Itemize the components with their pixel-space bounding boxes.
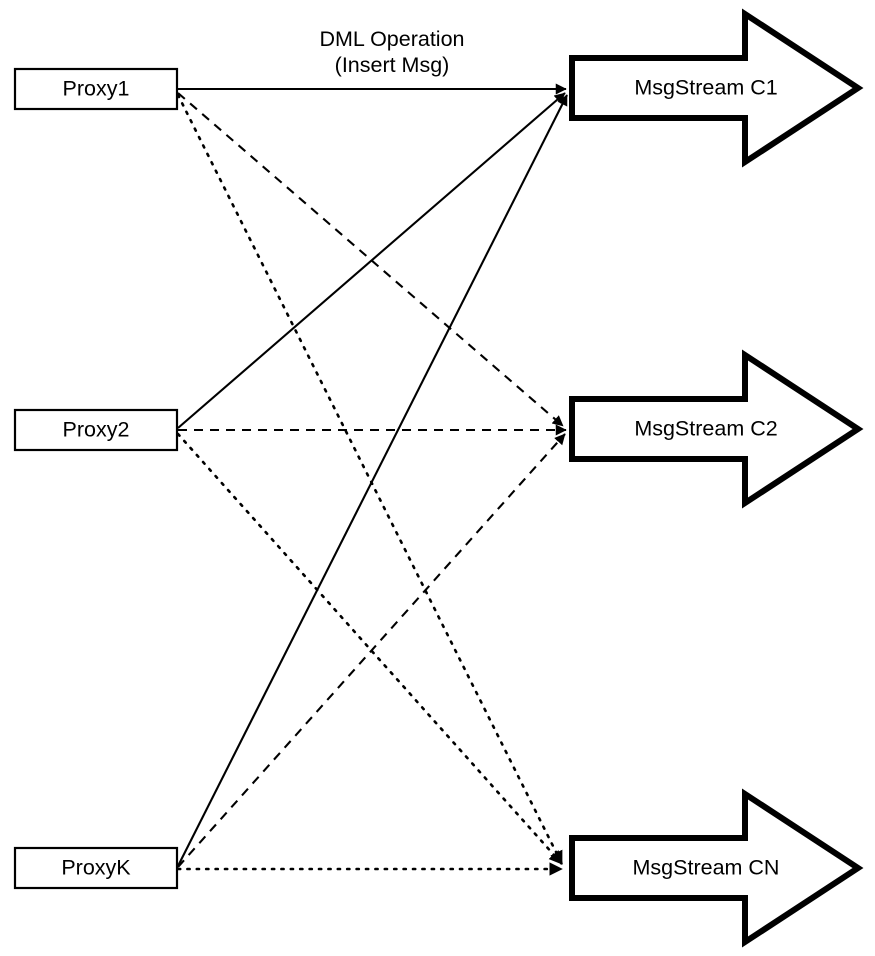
- edge-proxyk-to-c1: [177, 94, 568, 867]
- edge-proxy2-to-c1: [177, 92, 566, 429]
- annotation-line-1: DML Operation: [320, 27, 465, 51]
- dml-operation-annotation: DML Operation (Insert Msg): [320, 27, 465, 77]
- proxy1-box[interactable]: [13, 67, 179, 111]
- proxy1-label: Proxy1: [63, 77, 130, 101]
- edge-proxy2-to-cn: [176, 432, 564, 866]
- proxyk-box[interactable]: [13, 846, 179, 890]
- edge-layer: [176, 83, 568, 876]
- stream-node-c2[interactable]: MsgStream C2: [569, 349, 864, 509]
- proxy-node-proxy1[interactable]: Proxy1: [13, 67, 179, 111]
- proxy2-label: Proxy2: [63, 418, 130, 442]
- proxy-node-proxyk[interactable]: ProxyK: [13, 846, 179, 890]
- edge-proxyk-to-c2: [177, 433, 566, 868]
- edge-proxy1-to-c2: [177, 92, 564, 427]
- cn-arrow-shape[interactable]: [569, 788, 864, 948]
- proxy2-box[interactable]: [13, 408, 179, 452]
- stream-node-cn[interactable]: MsgStream CN: [569, 788, 864, 948]
- proxy-node-proxy2[interactable]: Proxy2: [13, 408, 179, 452]
- stream-node-c1[interactable]: MsgStream C1: [569, 8, 864, 168]
- annotation-line-2: (Insert Msg): [335, 53, 450, 77]
- c2-label: MsgStream C2: [634, 417, 777, 441]
- edge-proxy1-to-cn: [176, 93, 564, 866]
- cn-label: MsgStream CN: [633, 856, 780, 880]
- proxyk-label: ProxyK: [61, 856, 131, 880]
- c1-label: MsgStream C1: [634, 76, 777, 100]
- c2-arrow-shape[interactable]: [569, 349, 864, 509]
- c1-arrow-shape[interactable]: [569, 8, 864, 168]
